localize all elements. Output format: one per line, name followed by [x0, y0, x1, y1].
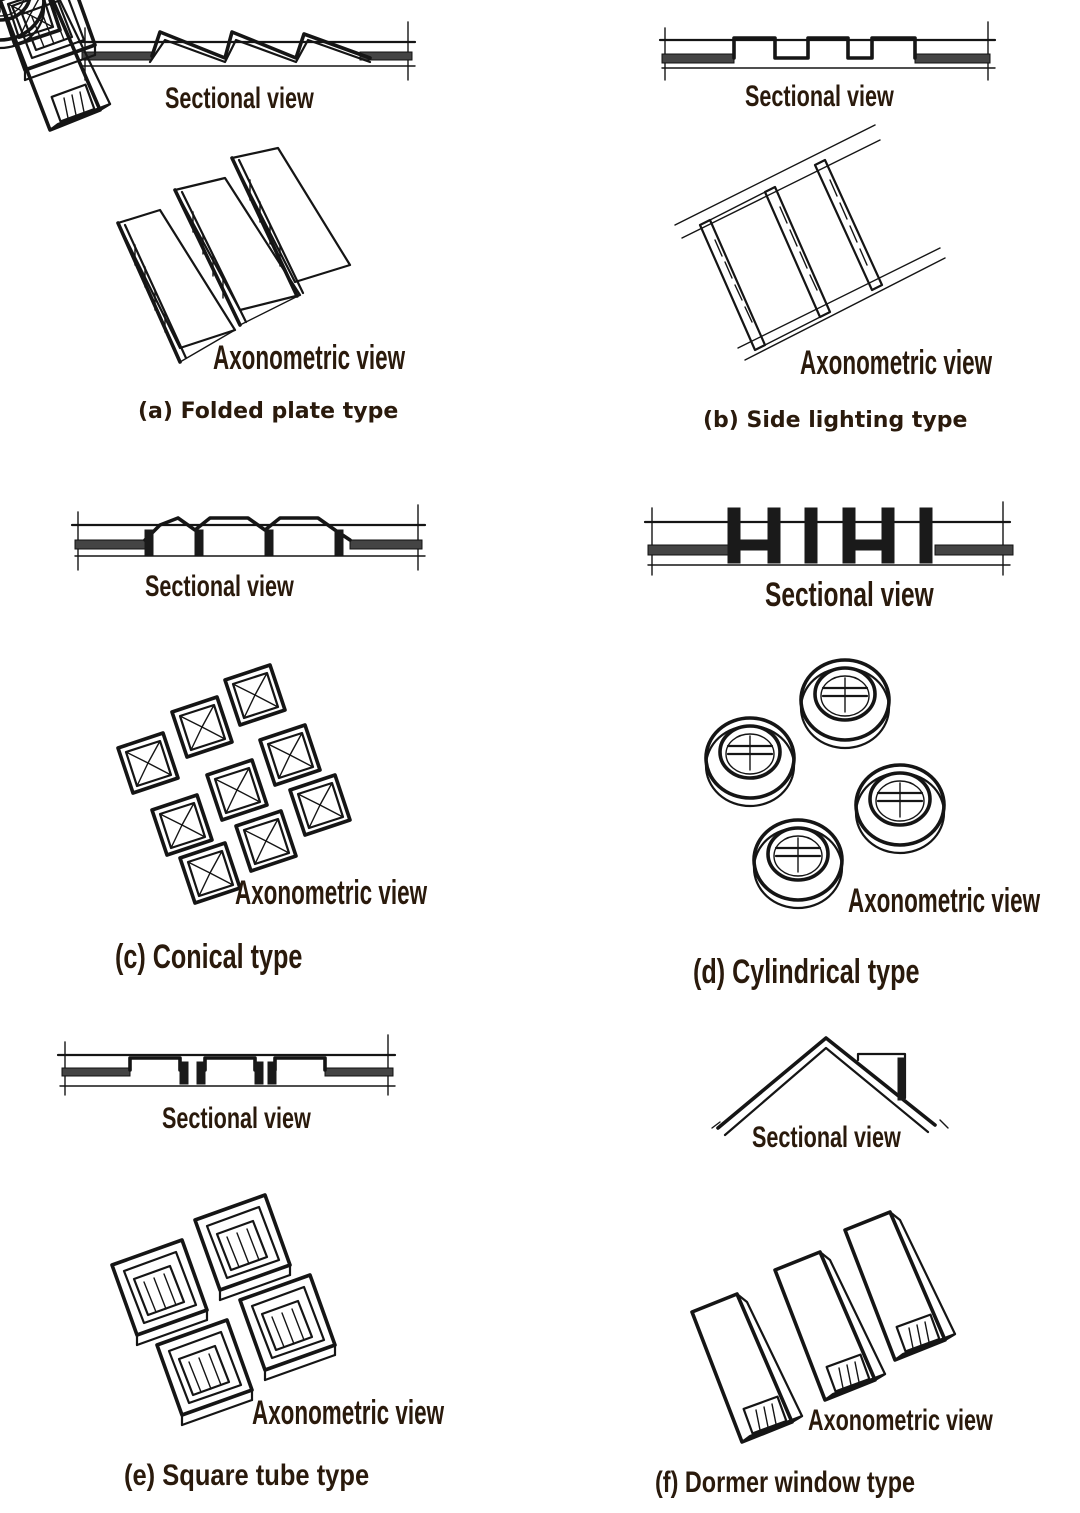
panel-d-axonometric-label: Axonometric view — [848, 882, 1041, 920]
panel-b-caption: (b) Side lighting type — [703, 408, 968, 433]
panel-c-caption: (c) Conical type — [115, 938, 303, 976]
panel-a-caption: (a) Folded plate type — [138, 399, 399, 424]
panel-f-section-drawing — [711, 1036, 949, 1137]
panel-b-sectional-label: Sectional view — [745, 80, 894, 113]
panel-d-caption: (d) Cylindrical type — [693, 953, 920, 991]
panel-d-axonometric-drawing — [0, 0, 946, 910]
panel-a-axonometric-drawing — [116, 146, 352, 364]
panel-e-caption: (e) Square tube type — [124, 1459, 370, 1492]
panel-c-section-drawing — [70, 504, 427, 571]
panel-a-axonometric-label: Axonometric view — [213, 339, 406, 377]
panel-c-axonometric-label: Axonometric view — [235, 874, 428, 912]
panel-b-axonometric-label: Axonometric view — [800, 344, 993, 382]
panel-f-caption: (f) Dormer window type — [655, 1466, 916, 1499]
panel-a-sectional-label: Sectional view — [165, 82, 314, 115]
panel-d-sectional-label: Sectional view — [765, 576, 934, 614]
panel-f-axonometric-drawing — [0, 0, 957, 1444]
panel-c-sectional-label: Sectional view — [145, 570, 294, 603]
panel-b-section-drawing — [658, 21, 997, 81]
panel-e-axonometric-label: Axonometric view — [252, 1394, 445, 1432]
panel-c-axonometric-drawing — [0, 0, 352, 905]
panel-e-axonometric-drawing — [0, 0, 337, 1427]
panel-f-sectional-label: Sectional view — [752, 1121, 901, 1154]
panel-b-axonometric-drawing — [674, 124, 946, 361]
panel-a-section-drawing — [76, 21, 417, 81]
panel-e-section-drawing — [56, 1034, 397, 1096]
panel-f-axonometric-label: Axonometric view — [808, 1404, 993, 1437]
panel-d-section-drawing — [643, 501, 1014, 576]
panel-e-sectional-label: Sectional view — [162, 1102, 311, 1135]
